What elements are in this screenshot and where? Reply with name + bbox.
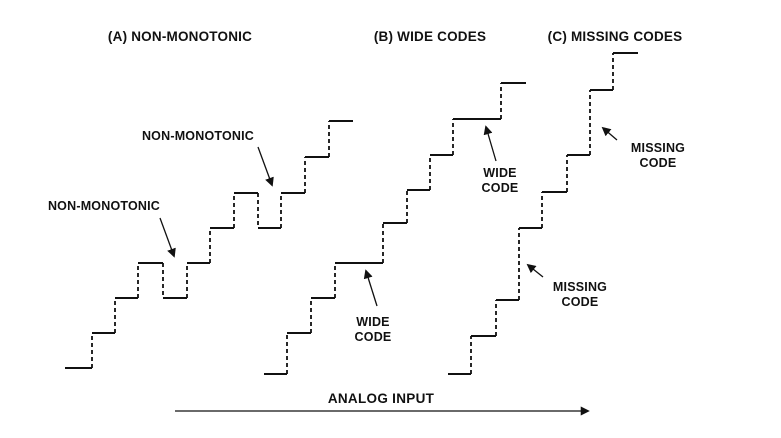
wide-code-lower-line2: CODE [354,330,392,344]
wide-code-upper-arrow [483,125,497,162]
staircase-c-missing-codes-risers [470,53,614,374]
staircase-b-wide-codes-treads [264,82,526,375]
staircase-a-non-monotonic-risers [91,121,330,368]
missing-code-lower-label: MISSING CODE [553,280,607,310]
wide-code-lower-line1: WIDE [356,315,390,329]
missing-code-lower-line2: CODE [561,295,599,309]
missing-code-lower-line1: MISSING [552,280,608,294]
missing-code-lower-arrow [526,263,544,278]
panel-c-title: (C) MISSING CODES [547,29,683,44]
missing-code-upper-line1: MISSING [630,141,686,155]
missing-code-upper-arrow [601,126,618,141]
non-monotonic-upper-label: NON-MONOTONIC [141,129,255,143]
missing-code-upper-label: MISSING CODE [631,141,685,171]
non-monotonic-upper-arrow [257,146,274,187]
missing-code-upper-line2: CODE [639,156,677,170]
analog-input-axis-label: ANALOG INPUT [327,391,435,406]
panel-a-title: (A) NON-MONOTONIC [107,29,253,44]
panel-b-title: (B) WIDE CODES [373,29,487,44]
staircase-a-non-monotonic-treads [65,120,353,369]
non-monotonic-lower-label: NON-MONOTONIC [47,199,161,213]
wide-code-lower-arrow [363,269,378,307]
non-monotonic-lower-arrow [159,217,176,258]
wide-code-upper-line2: CODE [481,181,519,195]
staircase-c-missing-codes-treads [448,52,638,375]
wide-code-lower-label: WIDE CODE [355,315,392,345]
wide-code-upper-label: WIDE CODE [482,166,519,196]
staircase-b-wide-codes-risers [286,83,502,374]
wide-code-upper-line1: WIDE [483,166,517,180]
